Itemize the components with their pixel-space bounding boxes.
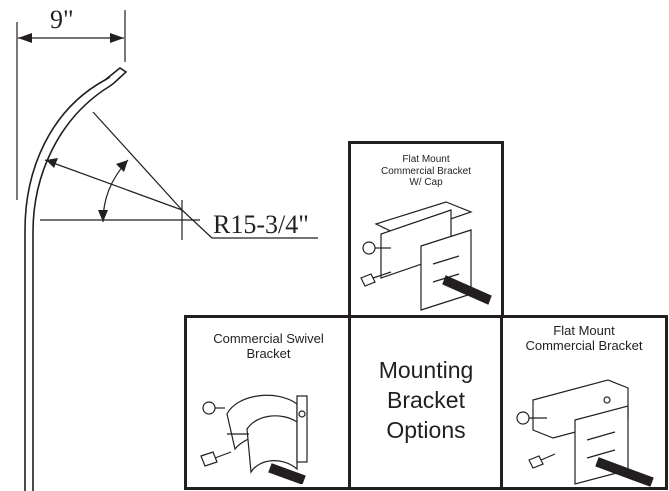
panel-flat-mount: Flat Mount Commercial Bracket <box>500 315 668 490</box>
lag-screw <box>442 275 492 305</box>
radius-line-upper <box>92 111 183 211</box>
pole-tip <box>104 67 128 84</box>
bolt-head <box>528 455 544 469</box>
bolt-head <box>200 451 218 467</box>
radius-line-lower <box>44 159 183 211</box>
angle-arc-arrowheads <box>98 160 128 222</box>
panel-center: Mounting Bracket Options <box>348 315 504 490</box>
panel-flat-mount-cap: Flat Mount Commercial Bracket W/ Cap <box>348 141 504 318</box>
pole-inner-edge <box>32 82 115 491</box>
radius-leader-line <box>181 209 318 239</box>
swivel-bracket-illustration <box>200 394 308 484</box>
flat-mount-bracket-illustration <box>516 379 654 487</box>
panel-swivel-title: Commercial Swivel Bracket <box>213 331 324 361</box>
panel-flat-mount-title: Flat Mount Commercial Bracket <box>525 323 643 353</box>
panel-flat-mount-cap-title: Flat Mount Commercial Bracket W/ Cap <box>380 154 472 188</box>
radius-label: R15-3/4" <box>213 210 309 239</box>
bolt-head <box>360 273 376 287</box>
lag-screw <box>595 457 654 487</box>
panel-swivel: Commercial Swivel Bracket <box>184 315 353 490</box>
flat-mount-cap-bracket-illustration <box>360 201 492 311</box>
width-label: 9" <box>50 5 74 34</box>
radius-arrowhead <box>46 158 58 168</box>
pole-outer-edge <box>24 76 111 491</box>
lag-screw <box>268 463 306 484</box>
mounting-bracket-options-title: Mounting Bracket Options <box>378 357 474 443</box>
